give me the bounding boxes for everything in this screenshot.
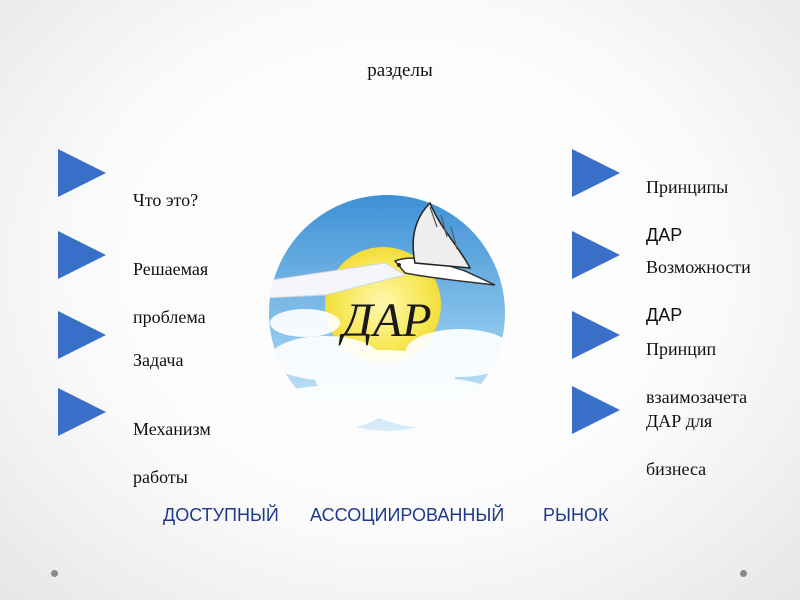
section-label-line2: бизнеса [646, 459, 707, 479]
section-label-line1: Механизм [133, 419, 211, 439]
section-dar-for-business[interactable]: ДАР для бизнеса [646, 385, 712, 505]
play-arrow-icon[interactable] [56, 310, 108, 360]
section-problem[interactable]: Решаемая проблема [133, 233, 208, 353]
tagline-word-3: РЫНОК [543, 505, 609, 525]
logo-text: ДАР [338, 294, 431, 347]
tagline-word-1: ДОСТУПНЫЙ [163, 505, 279, 525]
section-possibilities[interactable]: Возможности ДАР [646, 231, 751, 351]
play-arrow-icon[interactable] [570, 310, 622, 360]
section-label-line1: Задача [133, 350, 184, 370]
section-label-line1: Принципы [646, 177, 729, 197]
play-arrow-icon[interactable] [56, 387, 108, 437]
section-label-line2: ДАР [646, 225, 683, 245]
slide-title: разделы [367, 60, 433, 81]
tagline-word-2: АССОЦИИРОВАННЫЙ [310, 505, 505, 525]
section-label-line2: проблема [133, 307, 206, 327]
corner-dot [51, 570, 58, 577]
section-what-is-it[interactable]: Что это? [133, 164, 198, 212]
section-label-line1: Возможности [646, 257, 751, 277]
section-label-line2: ДАР [646, 305, 683, 325]
section-label-line2: взаимозачета [646, 387, 748, 407]
play-arrow-icon[interactable] [56, 148, 108, 198]
play-arrow-icon[interactable] [570, 385, 622, 435]
dove-sun-logo: ДАР [269, 195, 505, 431]
section-netting-principle[interactable]: Принцип взаимозачета [646, 313, 747, 433]
section-mechanism[interactable]: Механизм работы [133, 393, 211, 513]
section-task[interactable]: Задача [133, 324, 183, 372]
dove-icon [393, 201, 496, 286]
play-arrow-icon[interactable] [56, 230, 108, 280]
section-label-line1: Принцип [646, 339, 717, 359]
section-principles[interactable]: Принципы ДАР [646, 151, 728, 271]
section-label-line1: Решаемая [133, 259, 209, 279]
tagline: ДОСТУПНЫЙ АССОЦИИРОВАННЫЙ РЫНОК [0, 505, 800, 531]
section-label-line2: работы [133, 467, 188, 487]
section-label-line1: Что это? [133, 190, 199, 210]
play-arrow-icon[interactable] [570, 230, 622, 280]
section-label-line1: ДАР для [646, 411, 713, 431]
corner-dot [740, 570, 747, 577]
play-arrow-icon[interactable] [570, 148, 622, 198]
